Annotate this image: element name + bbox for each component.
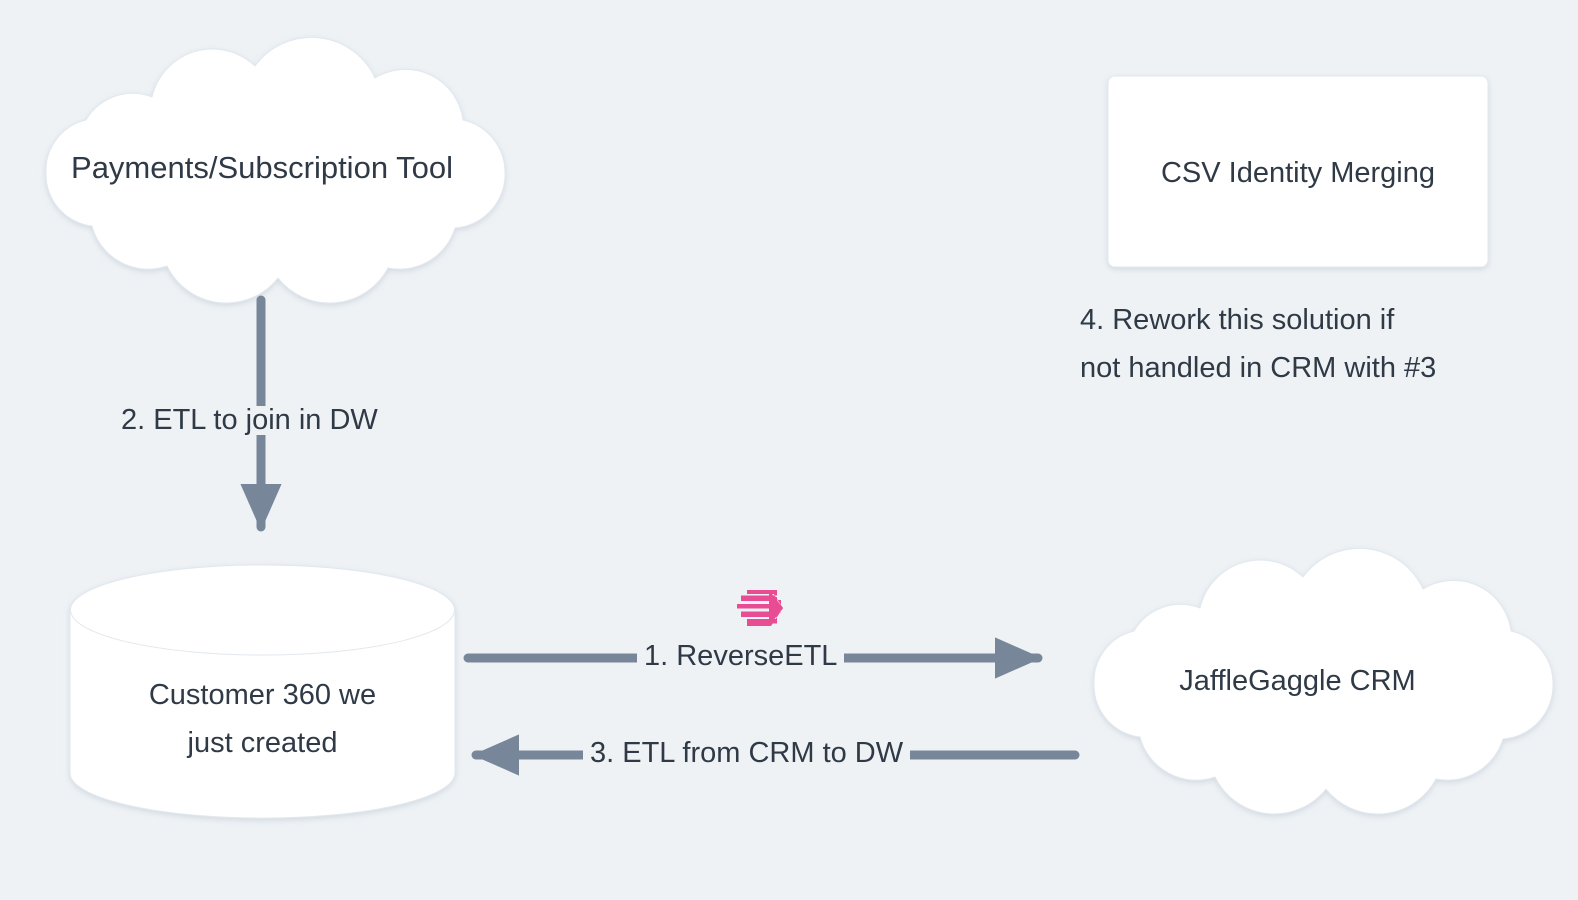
- node-warehouse-cylinder[interactable]: [69, 564, 456, 819]
- edge-label-etl-crm: 3. ETL from CRM to DW: [583, 739, 911, 768]
- node-payments-cloud[interactable]: [45, 36, 506, 304]
- node-warehouse-label: Customer 360 we just created: [148, 679, 377, 759]
- annotation-rework: 4. Rework this solution if not handled i…: [1080, 304, 1437, 384]
- hightouch-logo-glyph: [737, 590, 783, 626]
- edge-label-reverse-etl: 1. ReverseETL: [637, 642, 845, 671]
- hightouch-logo-icon: [733, 588, 785, 628]
- edge-label-etl-join: 2. ETL to join in DW: [114, 406, 385, 435]
- node-crm-label: JaffleGaggle CRM: [1179, 665, 1416, 697]
- node-payments-label: Payments/Subscription Tool: [71, 150, 453, 185]
- node-crm-cloud[interactable]: [1093, 547, 1554, 815]
- node-csv-label: CSV Identity Merging: [1160, 157, 1435, 189]
- node-csv-box[interactable]: [1107, 75, 1489, 268]
